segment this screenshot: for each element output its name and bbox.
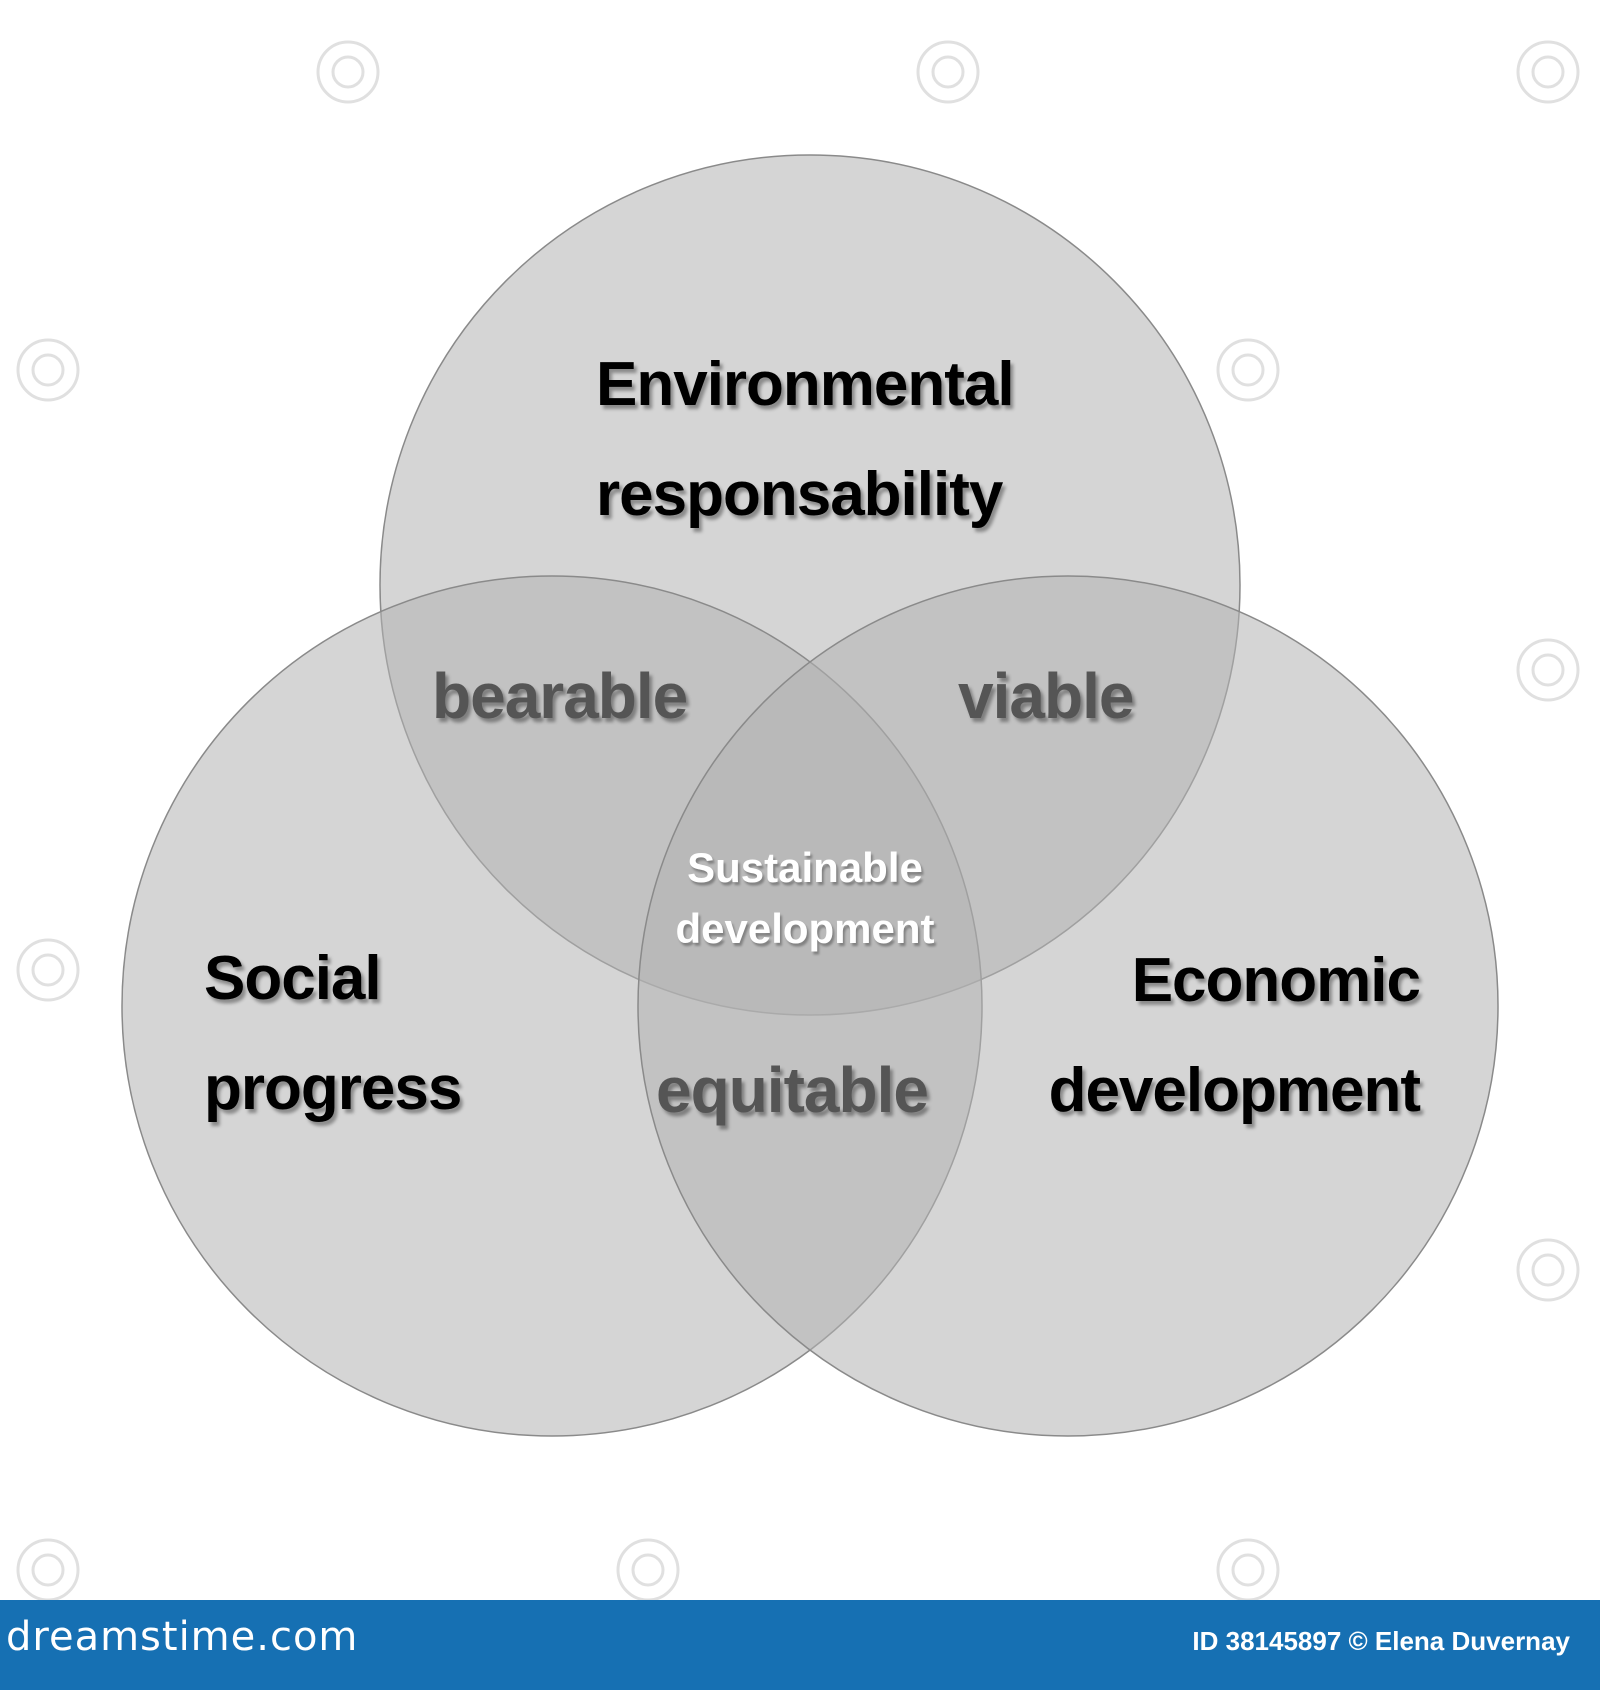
environmental-label-line1: Environmental — [596, 350, 1015, 419]
social-label: Social progress — [204, 940, 462, 1127]
site-name: dreamstime.com — [6, 1614, 359, 1660]
economic-label-line1: Economic — [1131, 946, 1421, 1015]
image-credit: ID 38145897 © Elena Duvernay — [1192, 1626, 1570, 1656]
viable-label: viable — [958, 660, 1134, 732]
bearable-label: bearable — [432, 660, 688, 732]
economic-label-line2: development — [1048, 1055, 1421, 1125]
center-label-line2: development — [675, 904, 935, 952]
economic-circle — [637, 575, 1499, 1437]
social-label-line1: Social — [204, 944, 382, 1013]
social-label-line2: progress — [204, 1053, 462, 1123]
environmental-label: Environmental responsability — [596, 346, 1015, 533]
watermark-pattern — [16, 40, 1580, 1600]
footer-bar: dreamstime.com ID 38145897 © Elena Duver… — [0, 1600, 1600, 1690]
center-label-line1: Sustainable — [687, 844, 923, 891]
sustainable-development-label: Sustainable development — [655, 842, 955, 955]
environmental-label-line2: responsability — [596, 459, 1003, 529]
economic-label: Economic development — [1030, 942, 1421, 1129]
equitable-label: equitable — [656, 1054, 929, 1126]
venn-diagram — [16, 40, 1580, 1600]
